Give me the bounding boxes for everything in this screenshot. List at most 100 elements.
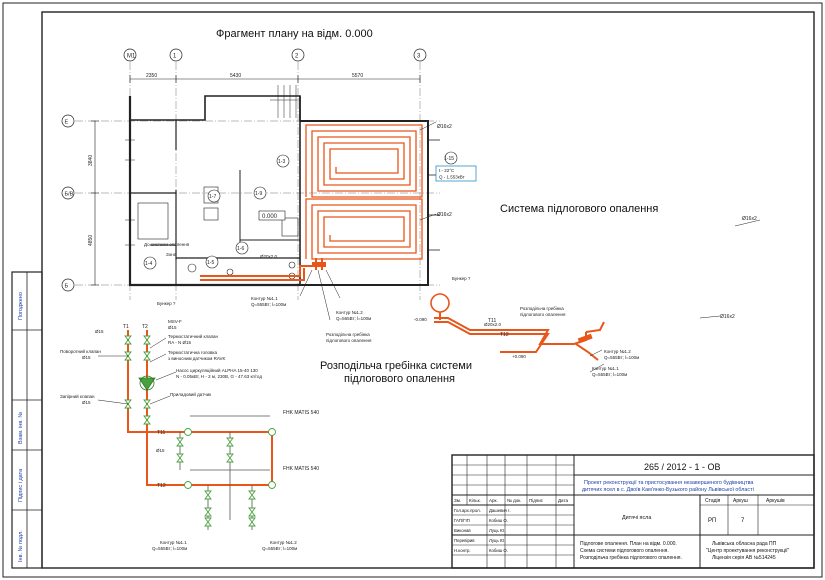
valve [143, 415, 151, 425]
valve [124, 335, 132, 345]
iso-k12-a: Контур №1.2 [604, 349, 631, 354]
title-block-name: Кобиш О. [489, 518, 508, 523]
plan-kontur2-a: Контур №1.2 [336, 310, 363, 315]
title-block-header: № док. [507, 498, 521, 503]
title-block-header: Кільк. [469, 498, 481, 503]
plan-fragment-title: Фрагмент плану на відм. 0.000 [216, 28, 373, 40]
title-block-code: 265 / 2012 - 1 - ОВ [644, 462, 721, 472]
title-block-role: Виконав [454, 528, 471, 533]
axis-bubble-row [61, 186, 75, 200]
title-block-sheets-hdr: Аркушів [766, 498, 785, 504]
axis-label-row: Б [65, 284, 69, 290]
iso-leaders [589, 219, 761, 373]
heating-loop [305, 124, 423, 198]
temp-tag-t: t - 22°C [439, 168, 455, 173]
scheme-thermo-valve-b: RA - N Ø15 [168, 340, 192, 345]
plan-manifold-b: підлогового опалення [326, 338, 372, 343]
axis-bubble-row [61, 278, 75, 292]
axis-bubble-row [61, 114, 75, 128]
temp-tag: t - 22°C Q - 1.553кВт [435, 165, 477, 182]
scheme-pump [138, 375, 156, 391]
axis-label-col: 3 [417, 54, 421, 60]
scheme-k12-a: Контур №1.2 [270, 540, 297, 545]
scheme-thermo-valve-a: Термостатичний клапан [168, 333, 219, 339]
side-stamp-approved: Погоджено [18, 292, 24, 320]
title-block-header: Дата [558, 498, 568, 503]
title-block-sheet-hdr: Аркуш [733, 498, 748, 504]
title-block-role: ГАП/ГІП [454, 518, 470, 523]
valve [204, 517, 212, 527]
axis-label-col: 2 [295, 54, 299, 60]
room-tag-1-4: 1-4 [145, 261, 152, 267]
valve [143, 335, 151, 345]
plan-manifold [312, 262, 326, 267]
scheme-d15a: Ø15 [95, 329, 104, 334]
temp-tag-q: Q - 1.553кВт [439, 175, 465, 180]
title-block-role: Перевірив [454, 538, 475, 543]
scheme-leaders [97, 337, 177, 405]
scheme-return-b: Ø15 [82, 355, 91, 360]
title-block-project-1: Проект реконструкції та пристосування не… [584, 480, 753, 486]
valve [204, 490, 212, 500]
iso-pipe-bottom: Ø16х2 [720, 314, 735, 320]
title-block-org-2: "Центр проектування реконструкції" [706, 548, 790, 554]
plan-kontur1-b: Q=555Вт; l=100м [251, 302, 286, 307]
scheme-t12: T12 [157, 483, 166, 489]
iso-manifold-a: Розподільча гребінка [520, 306, 564, 311]
valve [248, 517, 256, 527]
iso-level-mid: +0.090 [512, 354, 526, 359]
scheme-k11-a: Контур №1.1 [160, 540, 187, 545]
axis-label-col: 1 [173, 54, 177, 60]
room-tags: 1-3 1-9 1-7 1-4 1-5 1-6 1-15 0.000 [143, 151, 458, 270]
title-block-header: Підпис [529, 498, 544, 503]
scheme-t1: T1 [123, 324, 129, 330]
scheme-msv-a: MSV-F [168, 319, 182, 324]
side-stamp-replace: Взам. інв. № [18, 412, 24, 444]
axis-label-row: Е [65, 120, 69, 126]
title-block-sheet: 7 [741, 518, 745, 524]
valve [176, 453, 184, 463]
scheme-fhk2: FHK MATIS 540 [283, 466, 319, 472]
title-block-drawing-1: Підлогове опалення. План на відм. 0.000. [580, 541, 677, 547]
scheme-pump-a: Насос циркуляційний ALPHA 15-40 130 [176, 367, 258, 373]
plan-manifold-a: Розподільча гребінка [326, 332, 370, 337]
side-stamp-inv: Інв. № подл. [18, 530, 24, 562]
plan-supply-pipes [200, 258, 323, 281]
title-block-drawing-2: Схема системи підлогового опалення. [580, 548, 669, 554]
manifold-title-2: підлогового опалення [344, 373, 455, 385]
side-stamp: Погоджено Взам. інв. № Підпис і дата Інв… [11, 271, 43, 569]
scheme-k12-b: Q=555Вт; l=100м [262, 546, 297, 551]
valve [176, 437, 184, 447]
scheme-t2: T2 [142, 324, 148, 330]
title-block [451, 454, 815, 569]
iso-pipe-20: Ø20х2.0 [484, 322, 502, 327]
dim-top-2: 5430 [230, 73, 241, 79]
room-tag-1-3: 1-3 [278, 159, 285, 165]
valve [226, 453, 234, 463]
valve [226, 437, 234, 447]
plan-kontur2-b: Q=565Вт; l=100м [336, 316, 371, 321]
scheme-return-a: Поворотний клапан [60, 348, 101, 354]
floor-plan [75, 62, 440, 300]
dim-top-3: 5570 [352, 73, 363, 79]
scheme-branch-lines [179, 415, 270, 530]
scheme-k11-b: Q=555Вт; l=100м [152, 546, 187, 551]
valve [143, 351, 151, 361]
level-mark: 0.000 [262, 214, 278, 220]
scheme-pump-b: N - 0.05кВт, H - 2 м, 230В, G - 47.63 кг… [176, 374, 262, 379]
title-block-stage: РП [708, 518, 716, 524]
dim-top-1: 2350 [146, 73, 157, 79]
scheme-t11: T11 [157, 430, 165, 436]
valve [204, 507, 212, 517]
title-block-name: Луць Ю. [489, 528, 505, 533]
iso-boiler [430, 293, 450, 320]
iso-manifold [577, 333, 593, 344]
dim-left-1: 3840 [88, 155, 94, 166]
plan-pipe-20: Ø20х2.0 [260, 254, 278, 259]
scheme-shutoff-b: Ø15 [82, 400, 91, 405]
axis-bubble-col [291, 48, 305, 62]
scheme-fhk1: FHK MATIS 540 [283, 410, 319, 416]
plan-pipe-note-mid: Ø16х2 [437, 212, 452, 218]
